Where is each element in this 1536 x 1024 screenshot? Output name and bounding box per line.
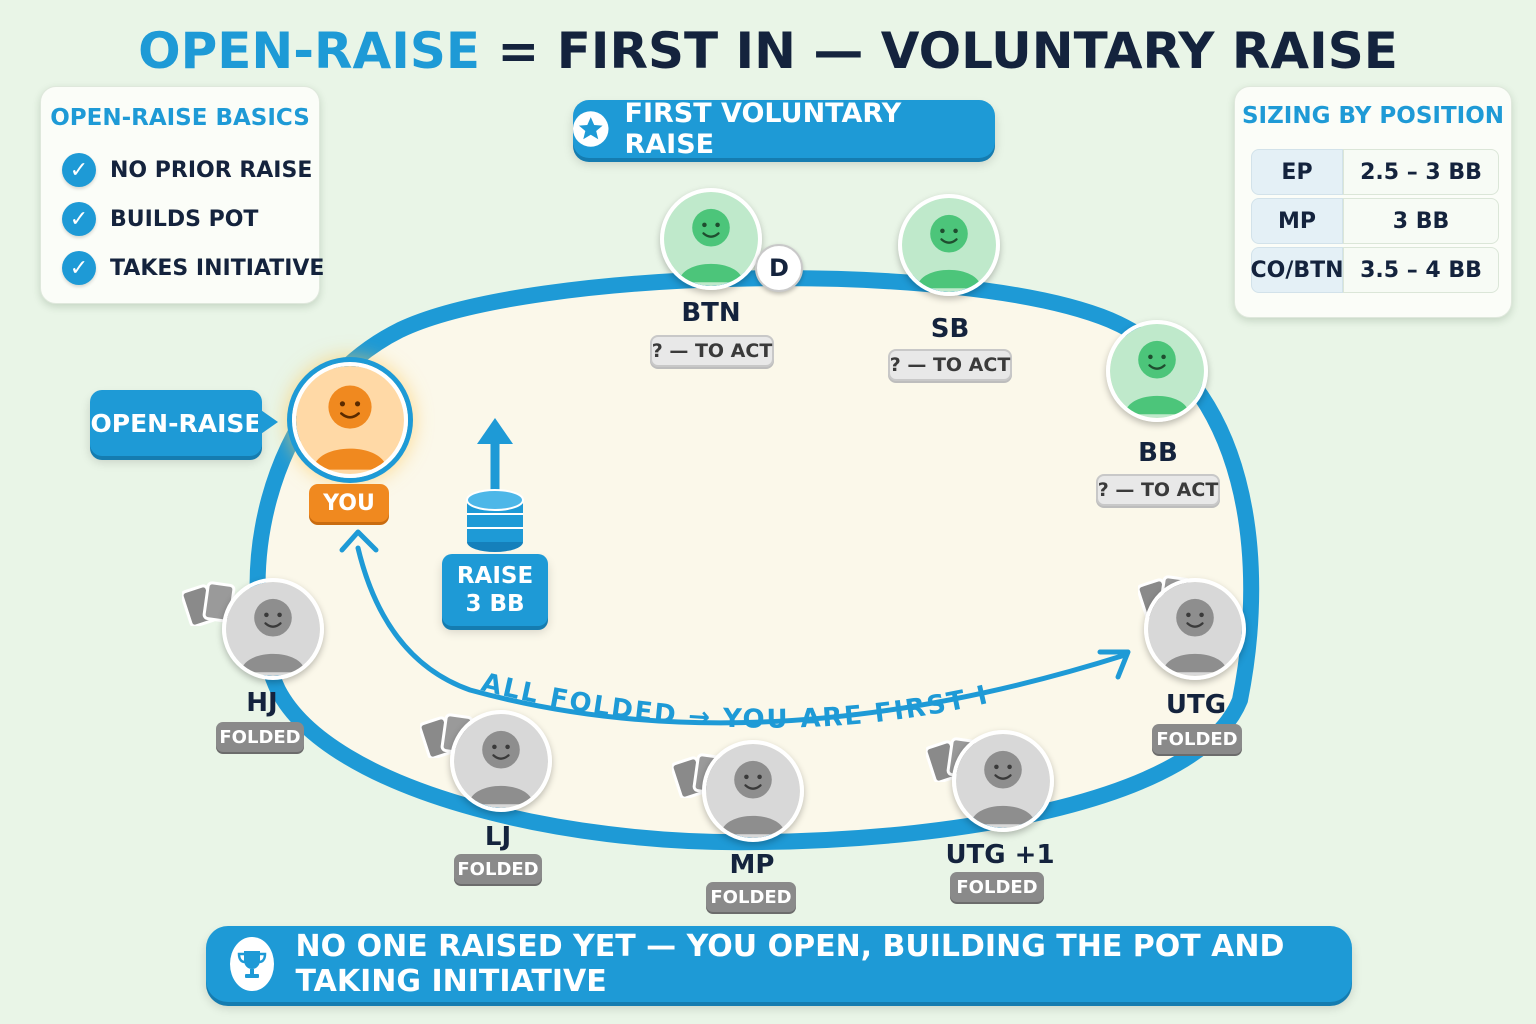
sizing-card: SIZING BY POSITION EP 2.5 – 3 BB MP 3 BB… (1234, 86, 1512, 318)
first-voluntary-raise-pill: FIRST VOLUNTARY RAISE (573, 98, 995, 160)
open-raise-bubble-label: OPEN-RAISE (90, 408, 262, 438)
seat-hj-label: HJ (246, 688, 278, 718)
basic-item-builds-pot: ✓ BUILDS POT (62, 201, 258, 237)
seat-utg1-avatar (952, 730, 1054, 832)
sizing-position: MP (1251, 198, 1343, 244)
seat-btn-label: BTN (681, 298, 741, 328)
chip-stack-icon (466, 489, 524, 552)
seat-lj-avatar (450, 710, 552, 812)
fold-arrow (355, 545, 1128, 726)
sizing-position: CO/BTN (1250, 247, 1344, 293)
dealer-button: D (755, 244, 803, 292)
sizing-value: 3.5 – 4 BB (1343, 247, 1499, 293)
title-open-raise: OPEN-RAISE (138, 22, 480, 80)
seat-bb-label: BB (1138, 438, 1178, 468)
basic-label: NO PRIOR RAISE (110, 157, 313, 183)
seat-utg-avatar (1144, 578, 1246, 680)
fold-arrow-head-you (339, 529, 379, 553)
seat-utg-status: FOLDED (1152, 724, 1242, 754)
open-raise-bubble: OPEN-RAISE (90, 390, 262, 456)
raise-line2: 3 BB (465, 591, 525, 617)
seat-you-avatar (292, 362, 408, 478)
check-icon: ✓ (62, 251, 96, 285)
sizing-value: 3 BB (1343, 198, 1499, 244)
seat-utg1-status: FOLDED (950, 872, 1044, 902)
seat-mp-label: MP (729, 850, 775, 880)
seat-bb-status: ? — TO ACT (1096, 474, 1220, 506)
seat-lj-label: LJ (484, 822, 512, 852)
star-icon (573, 111, 609, 147)
seat-btn-avatar (660, 188, 762, 290)
trophy-icon (230, 937, 274, 991)
basics-heading: OPEN-RAISE BASICS (50, 105, 310, 131)
seat-hj-avatar (222, 578, 324, 680)
sizing-heading: SIZING BY POSITION (1241, 103, 1504, 129)
basic-label: TAKES INITIATIVE (110, 255, 325, 281)
basic-item-no-prior-raise: ✓ NO PRIOR RAISE (62, 152, 312, 188)
basic-item-takes-initiative: ✓ TAKES INITIATIVE (62, 250, 324, 286)
sizing-value: 2.5 – 3 BB (1343, 149, 1499, 195)
seat-bb-avatar (1106, 320, 1208, 422)
seat-hj-status: FOLDED (216, 722, 304, 752)
seat-mp-avatar (702, 740, 804, 842)
raise-amount-box: RAISE 3 BB (442, 554, 548, 626)
bubble-pointer (258, 408, 278, 436)
seat-sb-label: SB (930, 314, 970, 344)
bottom-bar-text: NO ONE RAISED YET — YOU OPEN, BUILDING T… (295, 929, 1285, 999)
seat-utg1-label: UTG +1 (945, 840, 1055, 870)
sizing-row: MP 3 BB (1251, 198, 1499, 244)
raise-arrow-head (477, 418, 513, 444)
sizing-row: EP 2.5 – 3 BB (1251, 149, 1499, 195)
check-icon: ✓ (62, 202, 96, 236)
seat-you-label: YOU (309, 484, 389, 522)
first-pill-label: FIRST VOLUNTARY RAISE (624, 98, 902, 160)
seat-sb-status: ? — TO ACT (888, 349, 1012, 381)
seat-btn-status: ? — TO ACT (650, 335, 774, 367)
seat-lj-status: FOLDED (454, 854, 542, 884)
seat-sb-avatar (898, 194, 1000, 296)
sizing-row: CO/BTN 3.5 – 4 BB (1250, 247, 1499, 293)
seat-mp-status: FOLDED (706, 882, 796, 912)
page-title: OPEN-RAISE = FIRST IN — VOLUNTARY RAISE (0, 22, 1536, 80)
title-rest: = FIRST IN — VOLUNTARY RAISE (480, 22, 1398, 80)
basic-label: BUILDS POT (110, 206, 259, 232)
check-icon: ✓ (62, 153, 96, 187)
bottom-summary-bar: NO ONE RAISED YET — YOU OPEN, BUILDING T… (206, 926, 1352, 1002)
fold-arrow-head-utg (1097, 649, 1131, 680)
seat-utg-label: UTG (1165, 690, 1227, 720)
sizing-position: EP (1251, 149, 1343, 195)
raise-line1: RAISE (456, 563, 534, 589)
